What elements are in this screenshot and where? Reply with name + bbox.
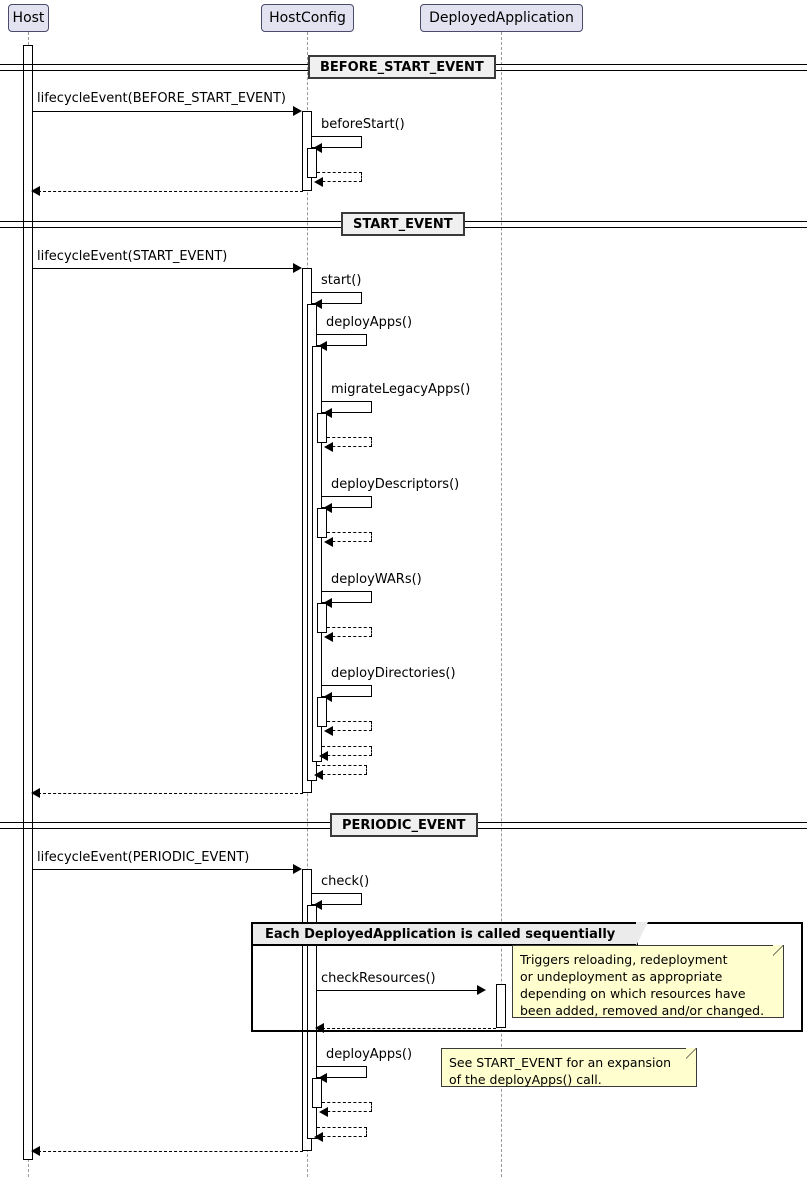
note-deployapps-periodic: See START_EVENT for an expansion of the … — [441, 1048, 697, 1087]
self-return-arrowhead-start — [314, 770, 323, 780]
self-return-deploywars — [327, 627, 372, 637]
message-line-lifecycle-start — [33, 268, 298, 269]
activation-migratelegacyapps — [317, 413, 327, 443]
self-return-arrowhead-deploywars — [324, 632, 333, 642]
message-label-lifecycle-before-start: lifecycleEvent(BEFORE_START_EVENT) — [37, 91, 286, 106]
self-return-check — [317, 1127, 367, 1137]
message-line-checkresources — [317, 990, 479, 991]
message-label-check: check() — [321, 874, 370, 889]
self-return-deploydirectories — [327, 721, 372, 731]
self-return-arrowhead-deploydirectories — [324, 726, 333, 736]
self-return-arrowhead-deploydescriptors — [324, 537, 333, 547]
self-message-deployapps-start — [317, 334, 367, 346]
self-return-arrowhead-check — [314, 1132, 323, 1142]
self-message-check — [312, 893, 362, 905]
message-label-deployapps-periodic: deployApps() — [326, 1047, 413, 1062]
self-message-deploywars — [322, 591, 372, 603]
message-label-migratelegacyapps: migrateLegacyApps() — [331, 382, 471, 397]
note-fold-inner-deployapps-periodic — [686, 1048, 696, 1058]
return-arrowhead-checkresources — [315, 1023, 324, 1033]
self-message-arrowhead-deploydescriptors — [323, 503, 332, 513]
return-arrowhead-before-start — [31, 186, 40, 196]
self-message-arrowhead-deployapps-periodic — [318, 1073, 327, 1083]
self-message-arrowhead-deploywars — [323, 598, 332, 608]
self-message-start — [312, 292, 362, 304]
message-label-checkresources: checkResources() — [321, 971, 436, 986]
self-return-deployapps-start — [322, 746, 372, 756]
activation-hostconfig-before-start-inner — [307, 148, 317, 178]
activation-hostconfig-deployapps-l3 — [312, 346, 322, 762]
participant-hostconfig[interactable]: HostConfig — [261, 4, 354, 32]
self-return-deployapps-periodic — [322, 1102, 372, 1112]
activation-deploywars — [317, 603, 327, 633]
self-message-arrowhead-before-start — [313, 143, 322, 153]
self-return-start — [317, 765, 367, 775]
participant-deployedapplication[interactable]: DeployedApplication — [420, 4, 583, 32]
self-message-arrowhead-deployapps-start — [318, 341, 327, 351]
return-line-checkresources — [322, 1028, 496, 1029]
self-message-arrowhead-migratelegacyapps — [323, 408, 332, 418]
self-return-before-start — [317, 172, 362, 182]
self-return-arrowhead-migratelegacyapps — [324, 442, 333, 452]
self-message-arrowhead-deploydirectories — [323, 692, 332, 702]
message-label-lifecycle-periodic: lifecycleEvent(PERIODIC_EVENT) — [37, 850, 250, 865]
divider-before-start-event: BEFORE_START_EVENT — [308, 55, 496, 79]
return-line-start — [38, 793, 303, 794]
activation-deploydescriptors — [317, 508, 327, 538]
message-line-lifecycle-periodic — [33, 869, 298, 870]
participant-host[interactable]: Host — [8, 4, 49, 32]
message-label-deployapps-start: deployApps() — [326, 315, 413, 330]
divider-start-event: START_EVENT — [341, 212, 465, 236]
self-return-arrowhead-before-start — [314, 177, 323, 187]
message-label-deploywars: deployWARs() — [331, 572, 422, 587]
activation-hostconfig-check-l2 — [307, 905, 317, 1139]
note-fold-inner-checkresources — [773, 945, 783, 955]
return-arrowhead-periodic — [31, 1146, 40, 1156]
divider-periodic-event: PERIODIC_EVENT — [330, 813, 478, 837]
return-line-before-start — [38, 191, 303, 192]
message-line-lifecycle-before-start — [33, 111, 298, 112]
self-message-before-start — [312, 136, 362, 148]
self-message-deployapps-periodic — [317, 1066, 367, 1078]
activation-host — [23, 45, 33, 1160]
self-message-migratelegacyapps — [322, 401, 372, 413]
note-checkresources: Triggers reloading, redeployment or unde… — [512, 945, 784, 1018]
return-arrowhead-start — [31, 788, 40, 798]
self-return-arrowhead-deployapps-start — [319, 751, 328, 761]
message-arrowhead-checkresources — [477, 985, 486, 995]
self-return-migratelegacyapps — [327, 437, 372, 447]
activation-deployedapplication-checkresources — [496, 984, 506, 1028]
message-label-start: start() — [321, 273, 362, 288]
message-arrowhead-lifecycle-start — [293, 263, 302, 273]
fragment-loop-label: Each DeployedApplication is called seque… — [253, 922, 648, 946]
message-arrowhead-lifecycle-before-start — [293, 106, 302, 116]
self-message-deploydescriptors — [322, 496, 372, 508]
lifeline-deployedapplication — [501, 32, 502, 1177]
self-return-deploydescriptors — [327, 532, 372, 542]
fragment-loop-each-deployedapplication — [251, 922, 803, 1032]
message-label-deploydirectories: deployDirectories() — [331, 666, 456, 681]
message-arrowhead-lifecycle-periodic — [293, 864, 302, 874]
message-label-deploydescriptors: deployDescriptors() — [331, 477, 460, 492]
message-label-before-start: beforeStart() — [321, 117, 405, 132]
self-message-arrowhead-check — [313, 900, 322, 910]
return-line-periodic — [38, 1151, 303, 1152]
self-return-arrowhead-deployapps-periodic — [319, 1107, 328, 1117]
message-label-lifecycle-start: lifecycleEvent(START_EVENT) — [37, 249, 228, 264]
activation-deploydirectories — [317, 697, 327, 727]
self-message-deploydirectories — [322, 685, 372, 697]
activation-deployapps-periodic — [312, 1078, 322, 1108]
self-message-arrowhead-start — [313, 299, 322, 309]
